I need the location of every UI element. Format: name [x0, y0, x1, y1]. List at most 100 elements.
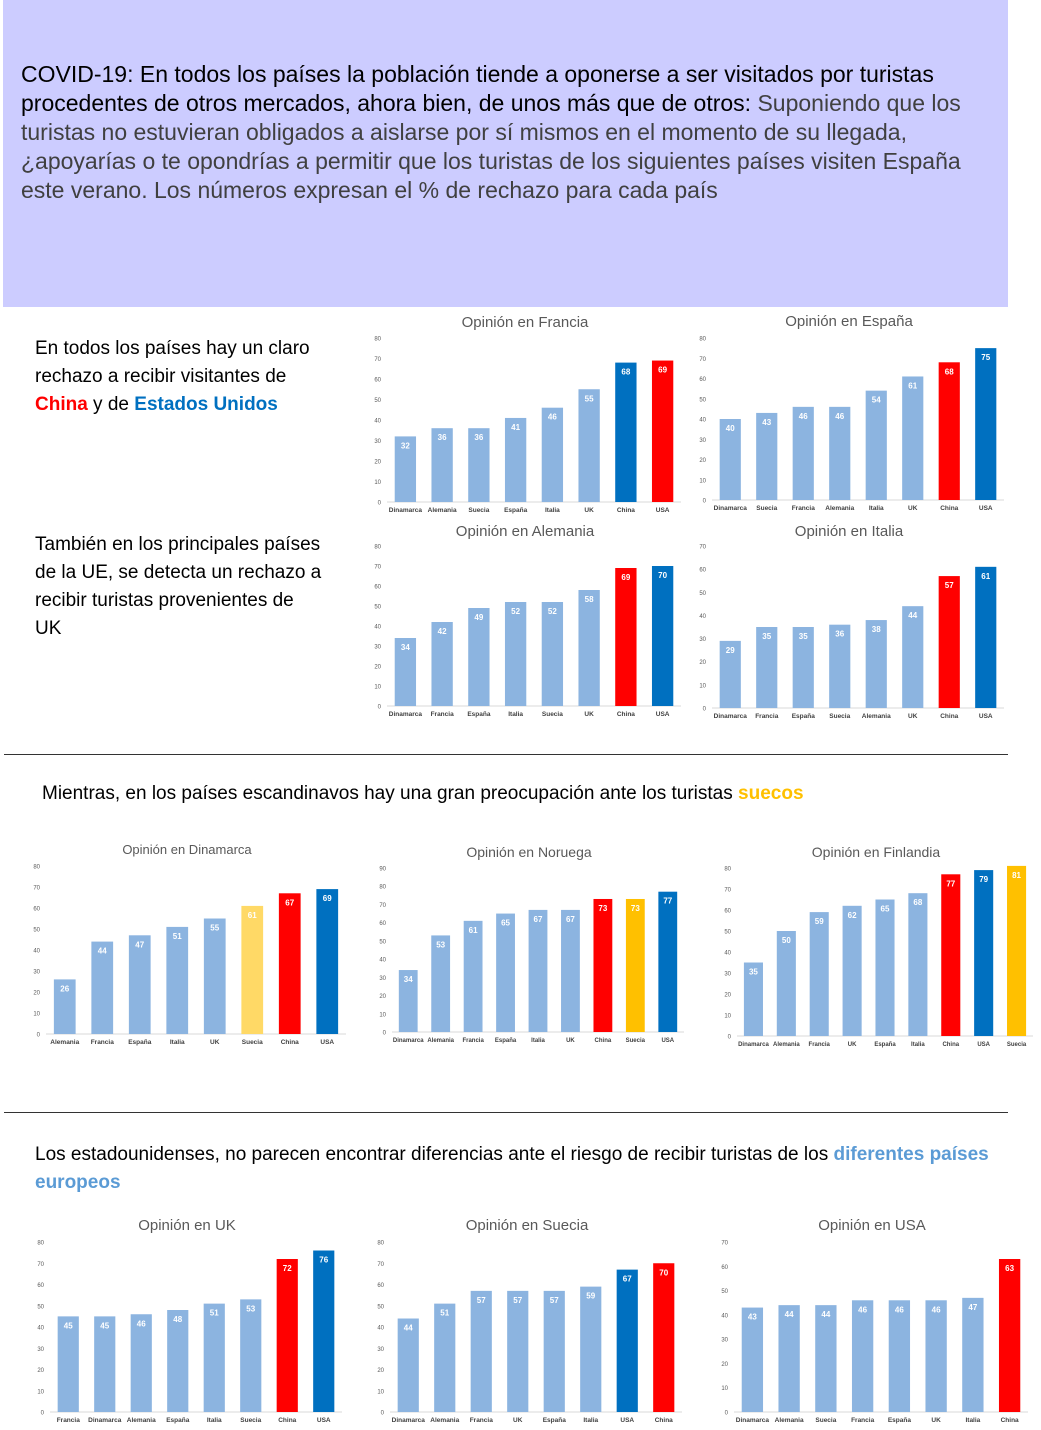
y-tick-label: 60 — [33, 907, 40, 913]
y-tick-label: 60 — [699, 377, 706, 383]
category-label: Italia — [869, 505, 884, 512]
header-question: Suponiendo que los turistas no estuviera… — [21, 90, 961, 203]
y-tick-label: 80 — [37, 1241, 44, 1247]
category-label: Suecia — [1007, 1042, 1027, 1048]
bar-value-label: 61 — [981, 572, 990, 581]
bar — [431, 428, 453, 502]
bar-value-label: 51 — [210, 1309, 219, 1318]
bar — [504, 602, 527, 706]
bar-value-label: 58 — [585, 595, 594, 604]
y-tick-label: 0 — [378, 705, 382, 711]
category-label: España — [495, 1038, 517, 1044]
bar — [1007, 865, 1027, 1036]
y-tick-label: 50 — [374, 398, 381, 404]
chart-svg: 0102030405060708045Francia45Dinamarca46A… — [37, 1241, 342, 1424]
bar-value-label: 79 — [979, 875, 988, 884]
bar-value-label: 43 — [762, 418, 771, 427]
y-tick-label: 20 — [374, 665, 381, 671]
category-label: UK — [584, 507, 594, 514]
chart-svg: 010203040506070809034Dinamarca53Alemania… — [379, 867, 684, 1044]
y-tick-label: 40 — [374, 419, 381, 425]
bar-value-label: 40 — [726, 424, 735, 433]
category-label: Francia — [470, 1417, 494, 1424]
bar — [615, 568, 637, 706]
category-label: España — [467, 711, 491, 718]
y-tick-label: 30 — [699, 438, 706, 444]
category-label: Francia — [792, 505, 816, 512]
category-label: España — [128, 1039, 152, 1046]
y-tick-label: 80 — [374, 337, 381, 343]
bar-value-label: 47 — [968, 1303, 977, 1312]
y-tick-label: 70 — [721, 1241, 728, 1247]
category-label: China — [617, 711, 635, 718]
category-label: Dinamarca — [714, 713, 748, 720]
bar-value-label: 38 — [872, 625, 881, 634]
bar — [57, 1316, 79, 1412]
category-label: Francia — [431, 711, 455, 718]
category-label: Alemania — [427, 1038, 454, 1044]
bar — [276, 1259, 298, 1412]
y-tick-label: 40 — [37, 1326, 44, 1332]
bar — [743, 962, 763, 1036]
y-tick-label: 50 — [379, 939, 386, 945]
y-tick-label: 80 — [699, 337, 706, 343]
chart-title: Opinión en Dinamarca — [122, 842, 252, 857]
y-tick-label: 50 — [33, 928, 40, 934]
bar — [166, 926, 189, 1034]
category-label: Francia — [57, 1417, 81, 1424]
bar-value-label: 68 — [913, 898, 922, 907]
bar — [719, 640, 741, 708]
chart-svg: 0102030405060708044Dinamarca51Alemania57… — [377, 1241, 682, 1424]
bar-value-label: 73 — [631, 904, 640, 913]
y-tick-label: 0 — [383, 1031, 387, 1037]
y-tick-label: 40 — [379, 958, 386, 964]
bar — [908, 893, 928, 1036]
y-tick-label: 40 — [721, 1313, 728, 1319]
bar — [829, 406, 851, 500]
y-tick-label: 30 — [37, 1347, 44, 1353]
bar — [974, 870, 994, 1036]
category-label: Alemania — [430, 1417, 459, 1424]
chart-title: Opinión en Suecia — [465, 1217, 589, 1234]
category-label: China — [595, 1038, 612, 1044]
bar-value-label: 42 — [438, 627, 447, 636]
bar — [776, 931, 796, 1036]
bar — [240, 1299, 262, 1412]
y-tick-label: 50 — [721, 1289, 728, 1295]
y-tick-label: 50 — [377, 1304, 384, 1310]
bar — [615, 362, 637, 502]
bar-value-label: 45 — [100, 1321, 109, 1330]
bar-value-label: 35 — [749, 968, 758, 977]
category-label: Alemania — [862, 713, 891, 720]
y-tick-label: 0 — [37, 1033, 41, 1039]
y-tick-label: 20 — [33, 991, 40, 997]
bar — [809, 912, 829, 1036]
category-label: Dinamarca — [389, 507, 423, 514]
category-label: China — [278, 1417, 296, 1424]
category-label: España — [888, 1417, 912, 1424]
y-tick-label: 80 — [377, 1241, 384, 1247]
bar — [128, 935, 151, 1034]
y-tick-label: 30 — [33, 970, 40, 976]
y-tick-label: 70 — [699, 545, 706, 551]
y-tick-label: 10 — [699, 683, 706, 689]
y-tick-label: 60 — [374, 378, 381, 384]
note-europe: Los estadounidenses, no parecen encontra… — [35, 1141, 995, 1197]
bar — [938, 576, 960, 708]
y-tick-label: 30 — [724, 972, 731, 978]
bar-value-label: 34 — [404, 975, 413, 984]
bar — [653, 1263, 675, 1412]
category-label: Suecia — [829, 713, 850, 720]
bar — [815, 1305, 837, 1412]
note-text: También en los principales países de la … — [35, 534, 322, 639]
bar — [975, 348, 997, 500]
bar — [543, 1290, 565, 1412]
bar — [593, 898, 613, 1032]
chart-title: Opinión en Francia — [461, 314, 589, 331]
y-tick-label: 20 — [699, 458, 706, 464]
divider-1 — [4, 754, 1008, 755]
